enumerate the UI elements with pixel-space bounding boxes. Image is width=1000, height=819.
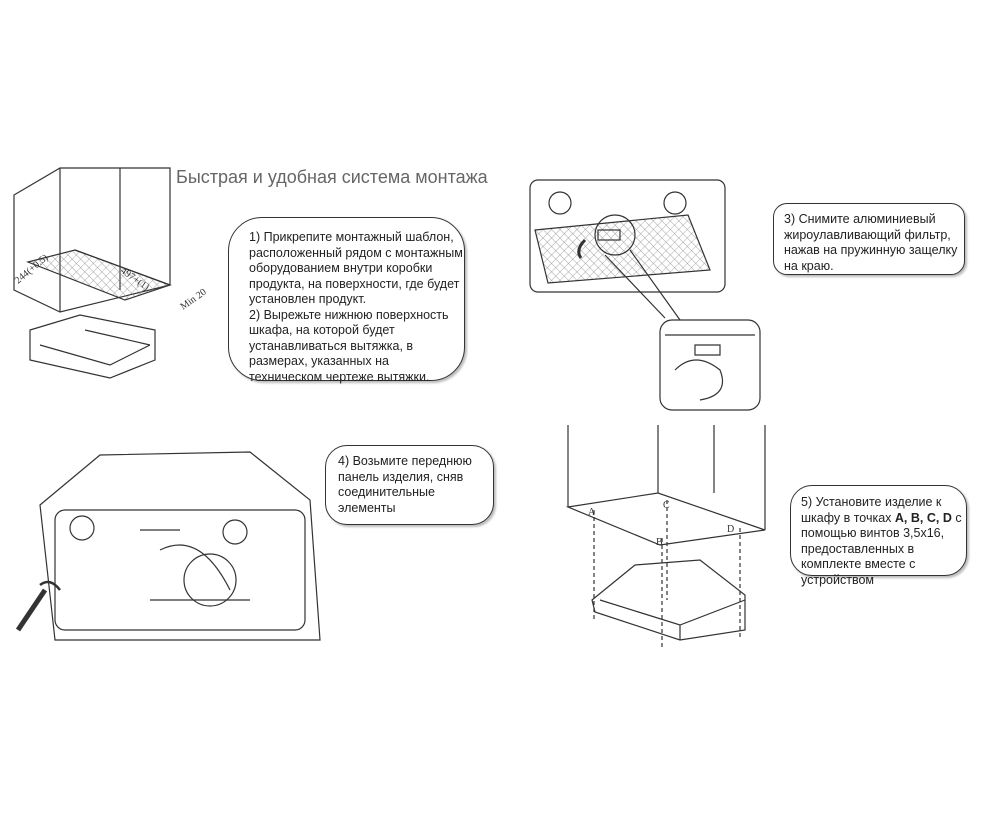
step-1-text: 1) Прикрепите монтажный шаблон, располож… xyxy=(249,230,463,306)
step-4-callout: 4) Возьмите переднюю панель изделия, сня… xyxy=(325,445,494,525)
step-5-text: 5) Установите изделие к шкафу в точках A… xyxy=(801,495,962,587)
step-2-text: 2) Вырежьте нижнюю поверхность шкафа, на… xyxy=(249,307,449,384)
point-a-label: A xyxy=(588,507,596,518)
step-1-2-callout: 1) Прикрепите монтажный шаблон, располож… xyxy=(228,217,465,384)
point-d-label: D xyxy=(727,524,734,535)
min-dimension: Min 20 xyxy=(178,287,208,313)
mounting-illustration: A B C D xyxy=(565,425,766,650)
cabinet-with-template-illustration: 244(+0.5) 497+(1) Min 20 xyxy=(13,167,209,379)
step-5-callout: 5) Установите изделие к шкафу в точках A… xyxy=(790,485,967,587)
page-title: Быстрая и удобная система монтажа xyxy=(176,167,488,187)
step-3-text: 3) Снимите алюминиевый жироулавливающий … xyxy=(784,212,958,273)
step-3-callout: 3) Снимите алюминиевый жироулавливающий … xyxy=(773,203,965,275)
front-panel-removal-illustration xyxy=(15,451,321,641)
step-4-text: 4) Возьмите переднюю панель изделия, сня… xyxy=(338,454,472,515)
filter-removal-illustration xyxy=(529,179,761,411)
depth-dimension: 244(+0.5) xyxy=(13,252,51,286)
point-c-label: C xyxy=(663,500,670,511)
point-b-label: B xyxy=(656,537,663,548)
